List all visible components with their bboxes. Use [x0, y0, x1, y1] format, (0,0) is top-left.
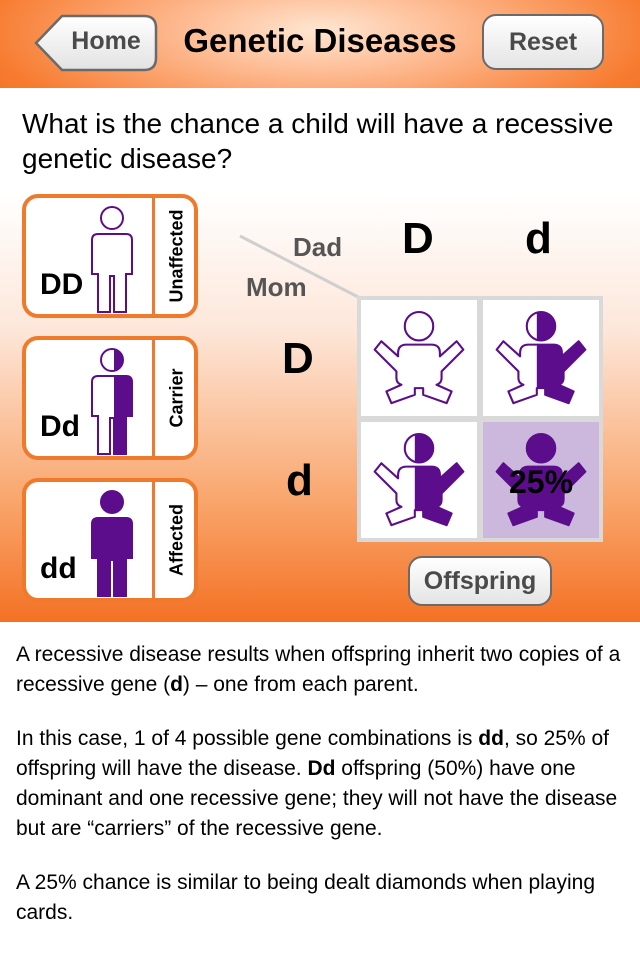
status-label: Carrier	[166, 368, 186, 428]
explanation-paragraph-1: A recessive disease results when offspri…	[16, 640, 626, 700]
explanation-paragraph-3: A 25% chance is similar to being dealt d…	[16, 871, 596, 924]
punnett-cell-DD[interactable]	[361, 300, 477, 416]
card-divider	[152, 340, 155, 456]
person-filled-icon	[91, 490, 133, 597]
genotype-label: dd	[40, 552, 77, 585]
dad-allele-1: D	[402, 214, 434, 263]
status-label: Unaffected	[166, 209, 186, 303]
page-title: Genetic Diseases	[183, 22, 457, 59]
punnett-cell-dd[interactable]: 25%	[483, 422, 599, 538]
home-button[interactable]: Home	[34, 14, 158, 72]
text-bold: d	[170, 673, 183, 696]
status-label: Affected	[166, 503, 186, 577]
card-divider	[152, 198, 155, 314]
mom-label: Mom	[246, 272, 307, 302]
baby-filled-icon	[495, 432, 587, 527]
punnett-grid: 25%	[357, 296, 603, 542]
baby-half-filled-icon	[495, 310, 587, 405]
genotype-label: Dd	[40, 410, 80, 443]
text-run: A recessive disease results when offspri…	[16, 643, 621, 696]
dad-allele-2: d	[525, 214, 552, 263]
dad-label: Dad	[293, 232, 343, 262]
text-run: , so 25% of offspring will have the dise…	[16, 727, 609, 780]
offspring-button[interactable]: Offspring	[408, 556, 552, 606]
text-run: In this case, 1 of 4 possible gene combi…	[16, 727, 479, 750]
percent-label: 25%	[508, 464, 574, 500]
person-half-filled-icon	[91, 348, 133, 455]
genotype-label: DD	[40, 268, 84, 301]
mom-allele-1: D	[282, 334, 314, 383]
parent-card-unaffected[interactable]: DD Unaffected	[22, 194, 198, 318]
mom-allele-2: d	[286, 456, 313, 505]
text-run: ) – one from each parent.	[182, 673, 419, 696]
text-run: offspring (50%) have one dominant and on…	[16, 757, 618, 840]
text-bold: dd	[478, 727, 504, 750]
punnett-cell-Dd-bottom[interactable]	[361, 422, 477, 538]
card-divider	[152, 482, 155, 598]
baby-half-filled-icon	[373, 432, 465, 527]
status-cell: Affected	[155, 482, 194, 598]
home-button-label: Home	[71, 27, 141, 55]
text-bold: Dd	[307, 757, 336, 780]
person-outline-icon	[91, 206, 133, 313]
parent-card-affected[interactable]: dd Affected	[22, 478, 198, 602]
punnett-cell-Dd-top[interactable]	[483, 300, 599, 416]
diagonal-divider	[239, 234, 361, 300]
reset-button[interactable]: Reset	[482, 14, 604, 70]
explanation-text: A recessive disease results when offspri…	[16, 640, 626, 952]
status-cell: Carrier	[155, 340, 194, 456]
baby-outline-icon	[373, 310, 465, 405]
question-text: What is the chance a child will have a r…	[22, 108, 614, 174]
explanation-paragraph-2: In this case, 1 of 4 possible gene combi…	[16, 724, 626, 844]
parent-card-carrier[interactable]: Dd Carrier	[22, 336, 198, 460]
status-cell: Unaffected	[155, 198, 194, 314]
